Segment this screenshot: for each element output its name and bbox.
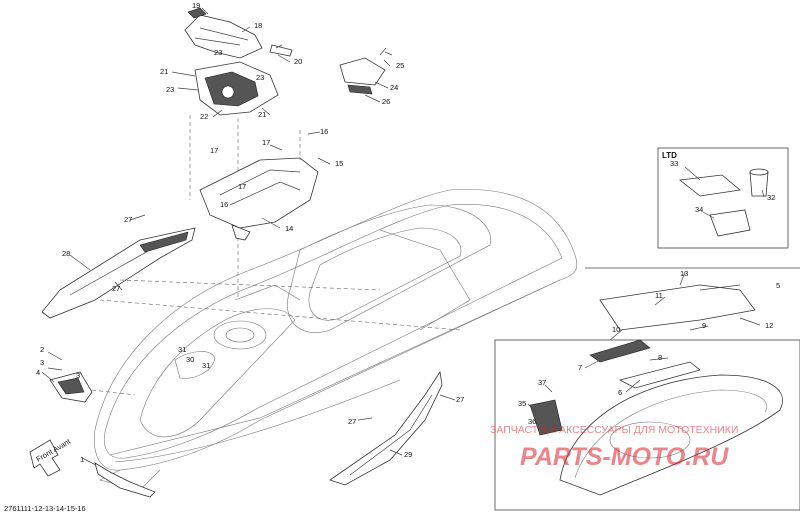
- callout-18: 18: [254, 21, 262, 30]
- callout-9: 9: [702, 321, 706, 330]
- callout-11: 11: [655, 291, 663, 300]
- callout-5: 5: [776, 281, 780, 290]
- callout-28: 28: [62, 249, 70, 258]
- callout-26: 26: [382, 97, 390, 106]
- callout-22: 22: [200, 112, 208, 121]
- callout-23a: 23: [214, 48, 222, 57]
- callout-27d: 27: [456, 395, 464, 404]
- leader-lines: [41, 7, 765, 466]
- callout-labels: 1 2 3 3 4 5 6 7 8 9 10 11 12 13 14 15 16…: [36, 1, 780, 464]
- callout-16b: 16: [220, 200, 228, 209]
- callout-15: 15: [335, 159, 343, 168]
- callout-23c: 23: [166, 85, 174, 94]
- callout-2: 2: [40, 345, 44, 354]
- ltd-box: LTD: [657, 147, 789, 249]
- callout-10: 10: [612, 325, 620, 334]
- callout-1: 1: [80, 455, 84, 464]
- callout-3a: 3: [40, 358, 44, 367]
- callout-3b: 3: [76, 371, 80, 380]
- callout-4: 4: [36, 368, 40, 377]
- part-1-trim: [94, 462, 156, 498]
- ltd-title: LTD: [662, 151, 677, 160]
- callout-12: 12: [765, 321, 773, 330]
- callout-8: 8: [658, 353, 662, 362]
- callout-27a: 27: [124, 215, 132, 224]
- callout-36: 36: [528, 417, 536, 426]
- callout-35: 35: [518, 399, 526, 408]
- watermark-line2: PARTS-MOTO.RU: [520, 443, 729, 471]
- callout-34: 34: [695, 205, 703, 214]
- callout-31a: 31: [178, 345, 186, 354]
- callout-24: 24: [390, 83, 398, 92]
- part-29-side-panel: [329, 370, 443, 486]
- callout-17b: 17: [210, 146, 218, 155]
- diagram-code: 2761111-12-13-14-15-16: [4, 504, 86, 513]
- secondary-hull-box: [494, 267, 800, 511]
- part-18-seat-top: [184, 7, 293, 59]
- part-2-3-4-bracket: [49, 371, 136, 403]
- callout-13: 13: [680, 269, 688, 278]
- callout-33: 33: [670, 159, 678, 168]
- callout-21a: 21: [160, 67, 168, 76]
- part-22-storage: [189, 61, 279, 300]
- part-14-housing: [199, 130, 319, 241]
- callout-25: 25: [396, 61, 404, 70]
- callout-37: 37: [538, 378, 546, 387]
- front-arrow-icon: Front Avant: [29, 436, 73, 477]
- callout-19: 19: [192, 1, 200, 10]
- part-24-25-26: [339, 47, 393, 95]
- callout-20: 20: [294, 57, 302, 66]
- callout-23b: 23: [256, 73, 264, 82]
- callout-29: 29: [404, 450, 412, 459]
- callout-27b: 27: [112, 284, 120, 293]
- callout-17c: 17: [238, 182, 246, 191]
- callout-31b: 31: [202, 361, 210, 370]
- callout-17a: 17: [262, 138, 270, 147]
- watermark-line1: ЗАПЧАСТИ И АКСЕССУАРЫ ДЛЯ МОТОТЕХНИКИ: [490, 424, 738, 436]
- callout-16a: 16: [320, 127, 328, 136]
- callout-6: 6: [618, 388, 622, 397]
- callout-32: 32: [767, 193, 775, 202]
- watermark: ЗАПЧАСТИ И АКСЕССУАРЫ ДЛЯ МОТОТЕХНИКИ PA…: [490, 424, 738, 471]
- part-28-side-panel: [41, 227, 461, 331]
- callout-14: 14: [285, 224, 293, 233]
- callout-21b: 21: [258, 110, 266, 119]
- callout-30: 30: [186, 355, 194, 364]
- callout-7: 7: [578, 363, 582, 372]
- callout-27c: 27: [348, 417, 356, 426]
